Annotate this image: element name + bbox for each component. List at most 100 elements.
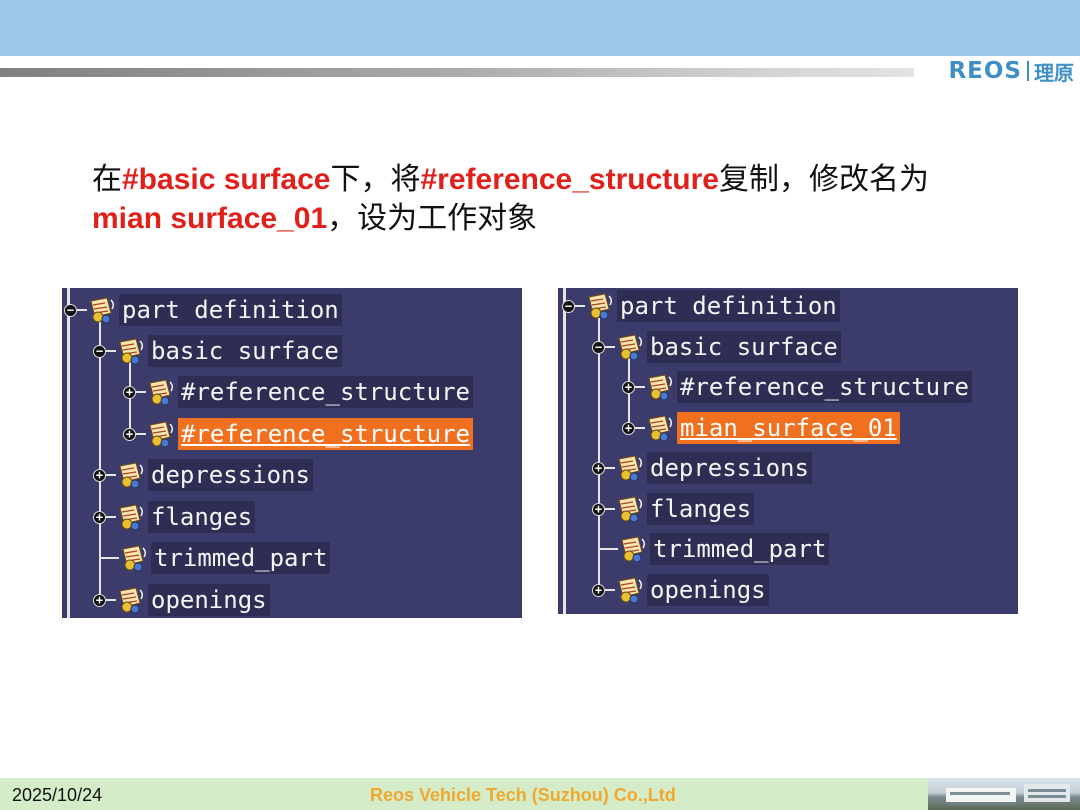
expand-icon[interactable]: + xyxy=(592,583,605,597)
tree-node-depressions[interactable]: + depressions xyxy=(592,450,812,486)
expand-icon[interactable]: + xyxy=(592,461,605,475)
tree-node-label[interactable]: openings xyxy=(647,574,769,606)
tree-node-icon xyxy=(146,377,176,407)
tree-connector xyxy=(99,320,101,602)
tree-node-icon xyxy=(615,494,645,524)
tree-node-label[interactable]: depressions xyxy=(148,459,313,491)
tree-node-icon xyxy=(645,372,675,402)
building-shape xyxy=(1024,784,1070,802)
tree-node-icon xyxy=(615,453,645,483)
collapse-icon[interactable]: − xyxy=(592,340,605,354)
tree-edge-line xyxy=(563,288,566,614)
tree-node-label[interactable]: trimmed_part xyxy=(151,542,331,574)
instruction-highlight: #reference_structure xyxy=(420,163,719,196)
building-window xyxy=(1028,789,1066,792)
tree-branch-line xyxy=(106,350,116,352)
logo-separator xyxy=(1027,61,1029,81)
tree-node-label[interactable]: flanges xyxy=(148,501,256,533)
tree-node-depressions[interactable]: + depressions xyxy=(93,457,313,493)
tree-node-label[interactable]: depressions xyxy=(647,452,812,484)
building-shape xyxy=(946,788,1016,805)
tree-node-label[interactable]: basic surface xyxy=(148,335,342,367)
expand-icon[interactable]: + xyxy=(123,385,136,399)
tree-branch-line xyxy=(106,599,116,601)
instruction-part: ，设为工作对象 xyxy=(327,201,538,236)
instruction-text: 在#basic surface下，将#reference_structure复制… xyxy=(92,160,1032,238)
tree-node-label[interactable]: openings xyxy=(148,584,270,616)
tree-node-flanges[interactable]: + flanges xyxy=(592,491,755,527)
tree-branch-line xyxy=(106,474,116,476)
logo-text: REOS xyxy=(948,58,1022,84)
tree-node-trimmed-part[interactable]: trimmed_part xyxy=(598,531,830,567)
tree-panel-before: − part definition − basic surface + #ref… xyxy=(62,288,522,618)
tree-node-basic-surface[interactable]: − basic surface xyxy=(592,329,841,365)
tree-node-icon xyxy=(87,295,117,325)
tree-node-label[interactable]: basic surface xyxy=(647,331,841,363)
tree-node-icon xyxy=(116,502,146,532)
tree-node-label[interactable]: #reference_structure xyxy=(178,376,473,408)
tree-node-icon xyxy=(645,413,675,443)
collapse-icon[interactable]: − xyxy=(93,344,106,358)
footer-company-name: Reos Vehicle Tech (Suzhou) Co.,Ltd xyxy=(370,785,676,805)
tree-branch-line xyxy=(136,391,146,393)
expand-icon[interactable]: + xyxy=(622,380,635,394)
instruction-part: 在 xyxy=(92,162,122,197)
tree-branch-line xyxy=(575,305,585,307)
tree-node-icon xyxy=(618,534,648,564)
tree-node-reference-structure-copy[interactable]: + #reference_structure xyxy=(123,416,473,452)
expand-icon[interactable]: + xyxy=(93,468,106,482)
tree-node-trimmed-part[interactable]: trimmed_part xyxy=(99,540,331,576)
collapse-icon[interactable]: − xyxy=(64,303,77,317)
footer-bar: 2025/10/24 Reos Vehicle Tech (Suzhou) Co… xyxy=(0,778,1080,810)
instruction-part: 复制，修改名为 xyxy=(718,162,929,197)
tree-branch-line xyxy=(77,309,87,311)
tree-node-icon xyxy=(585,291,615,321)
expand-icon[interactable]: + xyxy=(123,427,136,441)
expand-icon[interactable]: + xyxy=(93,593,106,607)
tree-node-reference-structure[interactable]: + #reference_structure xyxy=(622,369,972,405)
tree-node-label[interactable]: trimmed_part xyxy=(650,533,830,565)
header-band xyxy=(0,0,1080,70)
logo-chinese-text: 理原 xyxy=(1034,60,1074,85)
tree-node-label[interactable]: #reference_structure xyxy=(677,371,972,403)
tree-node-icon xyxy=(615,332,645,362)
tree-node-basic-surface[interactable]: − basic surface xyxy=(93,333,342,369)
tree-node-flanges[interactable]: + flanges xyxy=(93,499,256,535)
tree-node-openings[interactable]: + openings xyxy=(93,582,270,618)
tree-branch-line xyxy=(106,516,116,518)
building-window xyxy=(1028,795,1066,798)
tree-node-label[interactable]: flanges xyxy=(647,493,755,525)
building-photo xyxy=(928,778,1080,810)
tree-branch-line xyxy=(635,427,645,429)
tree-edge-line xyxy=(67,288,70,618)
tree-connector xyxy=(628,358,630,434)
tree-node-icon xyxy=(116,585,146,615)
tree-connector xyxy=(129,360,131,438)
expand-icon[interactable]: + xyxy=(592,502,605,516)
tree-node-part-definition[interactable]: − part definition xyxy=(64,292,342,328)
tree-node-part-definition[interactable]: − part definition xyxy=(562,288,840,324)
tree-node-icon xyxy=(116,460,146,490)
tree-node-label-selected[interactable]: mian_surface_01 xyxy=(677,412,900,444)
tree-node-icon xyxy=(615,575,645,605)
tree-node-icon xyxy=(146,419,176,449)
tree-node-reference-structure[interactable]: + #reference_structure xyxy=(123,374,473,410)
tree-branch-line xyxy=(99,557,119,559)
instruction-part: 下，将 xyxy=(330,162,421,197)
tree-panel-after: − part definition − basic surface + #ref… xyxy=(558,288,1018,614)
building-window xyxy=(950,792,1010,795)
tree-branch-line xyxy=(605,346,615,348)
tree-node-label[interactable]: part definition xyxy=(119,294,342,326)
expand-icon[interactable]: + xyxy=(622,421,635,435)
header-divider xyxy=(0,68,1080,77)
tree-branch-line xyxy=(605,467,615,469)
footer-date: 2025/10/24 xyxy=(12,785,103,805)
tree-node-openings[interactable]: + openings xyxy=(592,572,769,608)
expand-icon[interactable]: + xyxy=(93,510,106,524)
tree-node-label[interactable]: part definition xyxy=(617,290,840,322)
collapse-icon[interactable]: − xyxy=(562,299,575,313)
tree-node-mian-surface-01[interactable]: + mian_surface_01 xyxy=(622,410,900,446)
tree-branch-line xyxy=(635,386,645,388)
tree-node-label-selected[interactable]: #reference_structure xyxy=(178,418,473,450)
tree-node-icon xyxy=(116,336,146,366)
